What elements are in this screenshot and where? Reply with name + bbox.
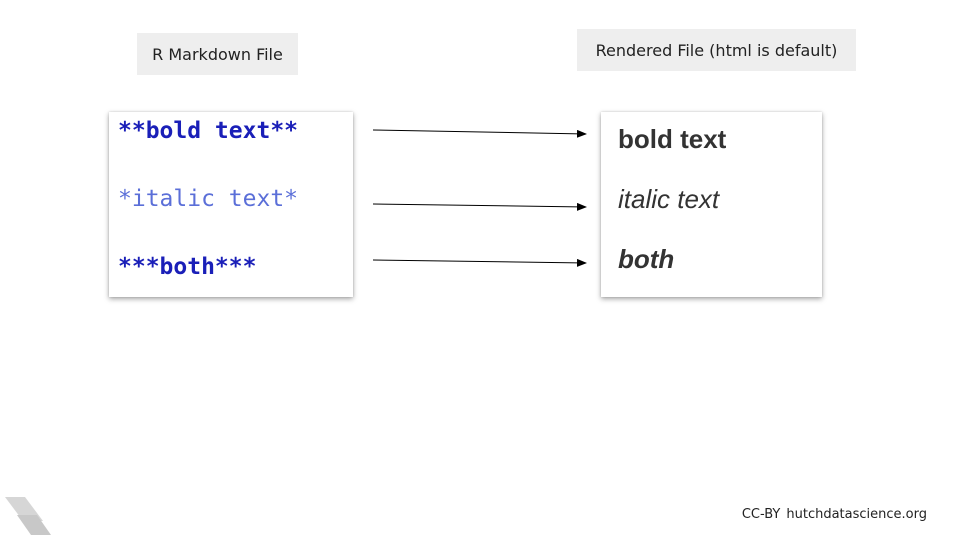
footer-credit: CC-BY hutchdatascience.org [742, 507, 927, 522]
arrow-both [372, 258, 587, 267]
rendered-bold-text: bold text [618, 124, 727, 154]
rendered-output-panel: bold text italic text both [601, 112, 822, 297]
rendered-italic-text: italic text [618, 184, 720, 214]
r-markdown-file-label: R Markdown File [137, 33, 298, 75]
hutch-logo-icon [5, 497, 51, 535]
arrow-bold [372, 129, 587, 138]
site-link-text[interactable]: hutchdatascience.org [786, 507, 927, 522]
license-text: CC-BY [741, 507, 781, 522]
markdown-bold-line: **bold text** [118, 118, 299, 144]
markdown-italic-line: *italic text* [118, 186, 299, 212]
markdown-both-line: ***both*** [118, 254, 257, 280]
rendered-both-text: both [618, 244, 675, 274]
arrow-italic [372, 202, 587, 211]
markdown-source-panel: **bold text** *italic text* ***both*** [109, 112, 353, 297]
rendered-file-label: Rendered File (html is default) [577, 29, 856, 71]
